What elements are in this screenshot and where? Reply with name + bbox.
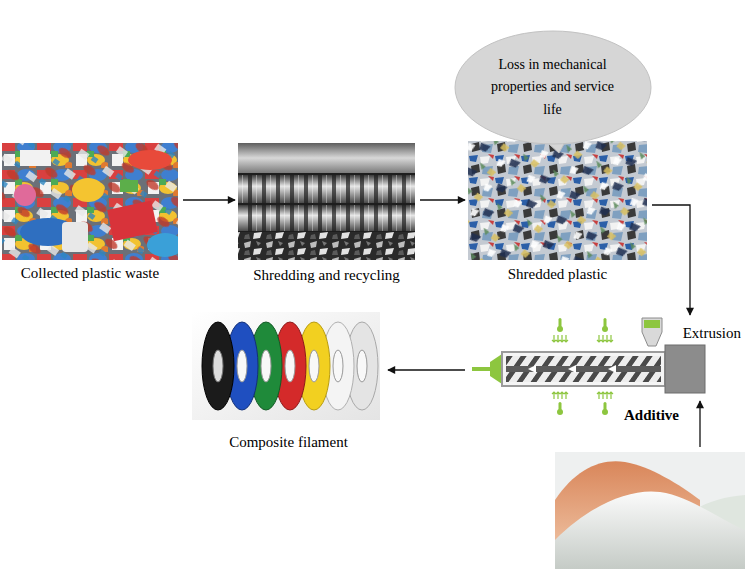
extruder-drawing: [472, 318, 705, 415]
photo-panel: Shredding and recycling: [238, 143, 415, 286]
photo-panel: Shredded plastic: [468, 141, 647, 285]
white-bottle: [62, 222, 88, 252]
shredder-roller: [238, 175, 415, 203]
caption: Shredding and recycling: [253, 266, 400, 284]
bubble-body: [455, 31, 651, 144]
spool: [202, 322, 234, 410]
flow-arrow: [388, 369, 465, 370]
flow-arrow: [183, 199, 235, 200]
shredder-ground: [238, 143, 415, 260]
shredder-plate: [238, 143, 415, 173]
green-item: [120, 180, 138, 192]
red-lid: [128, 150, 172, 170]
screw-flights: [506, 356, 661, 382]
drive-box: [665, 345, 705, 393]
blue-item: [147, 233, 178, 257]
step-label: Additive: [624, 406, 679, 424]
hopper: [642, 318, 662, 346]
pink-item: [14, 184, 36, 206]
yellow-item: [72, 178, 104, 202]
caption: Shredded plastic: [508, 265, 608, 283]
white-tub: [20, 150, 50, 166]
speech-bubble: Loss in mechanical properties and servic…: [454, 30, 652, 145]
caption: Composite filament: [229, 433, 348, 451]
photo-panel: Collected plastic waste: [2, 143, 178, 284]
filament-ground: [192, 312, 380, 420]
granules: [644, 320, 660, 328]
step-label: Extrusion: [683, 324, 741, 342]
photo-panel: Composite filament: [192, 312, 385, 453]
shredder-blades: [245, 205, 415, 231]
additive-photo: [555, 452, 745, 569]
shredder-photo: [238, 143, 415, 260]
shredder-blades: [238, 175, 415, 203]
flow-arrow: [699, 401, 700, 447]
extruder-unit: Extrusion: [470, 318, 745, 398]
screw-shaft: [506, 366, 661, 372]
waste-photo: [2, 143, 178, 260]
callout-text: Loss in mechanical properties and servic…: [487, 54, 619, 121]
flakes-texture: [468, 141, 647, 260]
heater-symbol: [597, 392, 613, 415]
heater-symbol: [552, 392, 568, 415]
additive-photo: Additive: [555, 452, 745, 569]
flow-arrows: [528, 365, 616, 373]
filament-photo: [192, 312, 380, 420]
flakes-photo: [468, 141, 647, 260]
flakes-texture: [468, 141, 647, 260]
red-basket: [107, 201, 158, 242]
flow-arrow: [420, 199, 465, 200]
barrel: [502, 352, 665, 386]
caption: Collected plastic waste: [21, 264, 159, 282]
extrudate: [472, 367, 492, 371]
white-powder: [555, 491, 745, 569]
shredded-fragments: [238, 232, 415, 260]
flow-arrow: [652, 205, 690, 315]
shredder-roller: [238, 205, 415, 231]
nozzle: [490, 354, 502, 384]
additive-ground: [555, 452, 745, 569]
heater-symbol: [552, 318, 568, 342]
heater-symbol: [597, 318, 613, 342]
